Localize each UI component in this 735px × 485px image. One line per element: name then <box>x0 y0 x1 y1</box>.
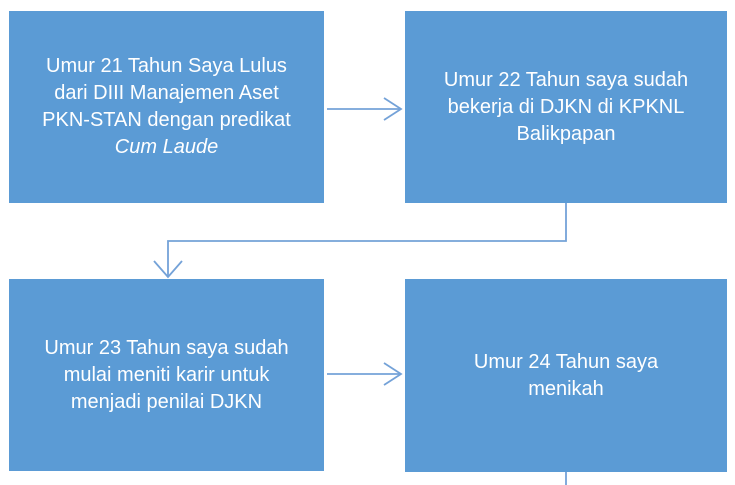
flow-box-age-24: Umur 24 Tahun saya menikah <box>405 279 727 472</box>
flow-box-age-23: Umur 23 Tahun saya sudah mulai meniti ka… <box>9 279 324 471</box>
flow-box-age-22: Umur 22 Tahun saya sudah bekerja di DJKN… <box>405 11 727 203</box>
box-text-line: Umur 22 Tahun saya sudah <box>443 68 689 91</box>
box-text-line-italic: Cum Laude <box>114 136 219 158</box>
arrow-age21-to-age22-icon <box>327 97 403 121</box>
box-text-line: menikah <box>528 377 604 400</box>
box-text-line: Umur 23 Tahun saya sudah <box>44 336 289 359</box>
box-text-line: dari DIII Manajemen Aset <box>54 82 279 104</box>
box-text-line: Umur 21 Tahun Saya Lulus <box>46 55 287 77</box>
box-text-line: Balikpapan <box>516 122 616 145</box>
elbow-arrow-age22-to-age23-icon <box>153 203 567 279</box>
box-text-line: Umur 24 Tahun saya <box>473 350 659 373</box>
box-text-line: menjadi penilai DJKN <box>70 390 263 413</box>
arrow-age23-to-age24-icon <box>327 362 403 386</box>
flow-box-age-21: Umur 21 Tahun Saya Lulus dari DIII Manaj… <box>9 11 324 203</box>
box-text-line: PKN-STAN dengan predikat <box>42 109 291 131</box>
box-text-line: bekerja di DJKN di KPKNL <box>447 95 685 118</box>
box-text-line: mulai meniti karir untuk <box>63 363 270 386</box>
